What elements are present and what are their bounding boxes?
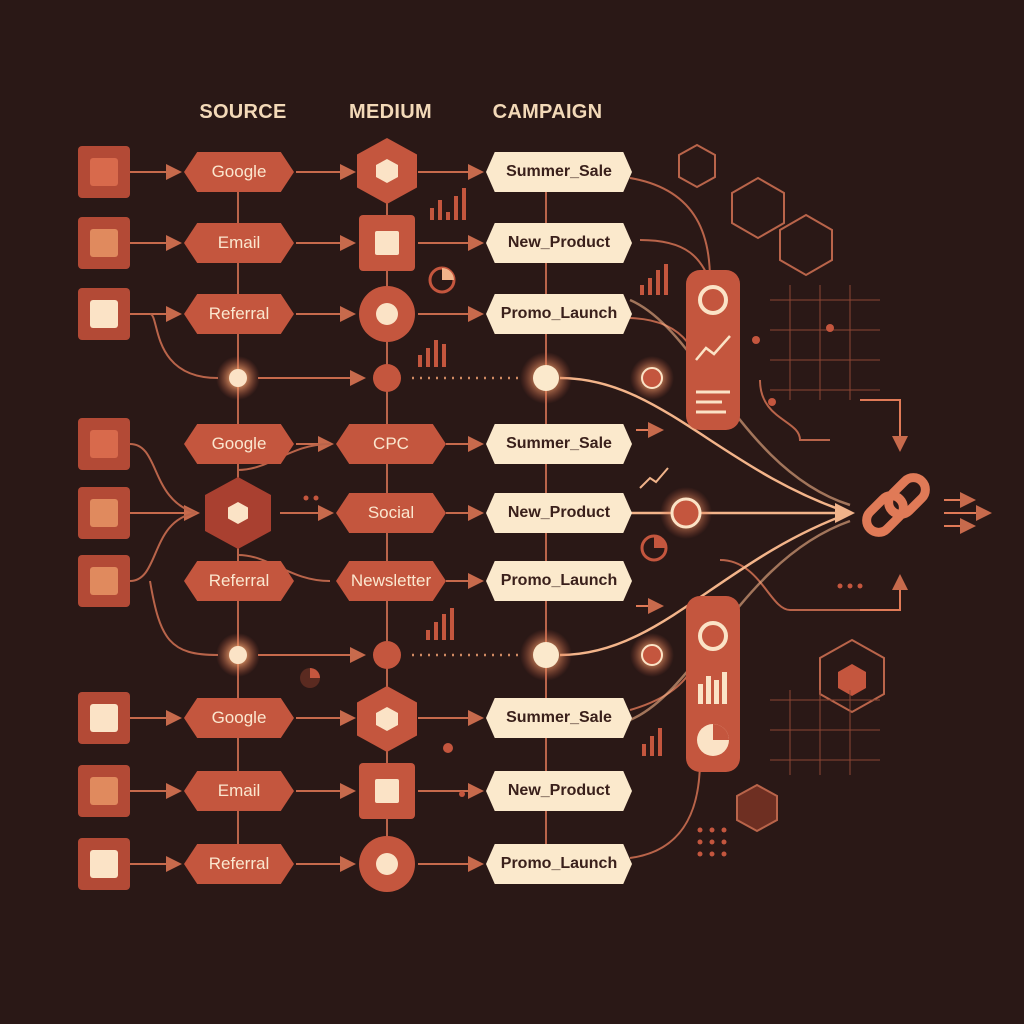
- medium-circle[interactable]: [359, 836, 415, 892]
- source-node-google[interactable]: Google: [184, 424, 294, 464]
- hexagon-icon: [678, 143, 885, 833]
- campaign-node-promo-launch[interactable]: Promo_Launch: [486, 844, 632, 884]
- header-medium: MEDIUM: [349, 101, 432, 123]
- hexagon-icon: [376, 159, 398, 183]
- source-node-referral[interactable]: Referral: [184, 844, 294, 884]
- pie-chart-icon: [300, 266, 668, 688]
- hexagon-icon: [376, 707, 398, 731]
- source-box[interactable]: [78, 555, 130, 607]
- hexagon-icon: [228, 502, 248, 524]
- dot-grid: [303, 324, 863, 857]
- source-node-google[interactable]: Google: [184, 698, 294, 738]
- glow-dots: [216, 352, 712, 681]
- campaign-node-summer-sale[interactable]: Summer_Sale: [486, 698, 632, 738]
- row-connectors: [130, 164, 484, 872]
- chain-link-icon: [862, 473, 930, 537]
- source-box[interactable]: [78, 487, 130, 539]
- source-box[interactable]: [78, 146, 130, 198]
- source-box[interactable]: [78, 765, 130, 817]
- medium-hexagon[interactable]: [357, 138, 417, 204]
- analytics-pill-top: [686, 270, 740, 430]
- campaign-node-summer-sale[interactable]: Summer_Sale: [486, 424, 632, 464]
- source-node-google[interactable]: Google: [184, 152, 294, 192]
- medium-node-cpc[interactable]: CPC: [336, 424, 446, 464]
- source-node-referral[interactable]: Referral: [184, 294, 294, 334]
- campaign-node-promo-launch[interactable]: Promo_Launch: [486, 561, 632, 601]
- header-campaign: CAMPAIGN: [492, 101, 603, 123]
- medium-hexagon[interactable]: [357, 686, 417, 752]
- source-box[interactable]: [78, 217, 130, 269]
- merge-hexagon[interactable]: [205, 477, 271, 549]
- medium-circle[interactable]: [359, 286, 415, 342]
- medium-node-social[interactable]: Social: [336, 493, 446, 533]
- campaign-node-new-product[interactable]: New_Product: [486, 223, 632, 263]
- source-node-email[interactable]: Email: [184, 771, 294, 811]
- square-icon: [375, 779, 399, 803]
- medium-square[interactable]: [359, 763, 415, 819]
- pill-glyphs: [695, 285, 731, 756]
- source-node-referral[interactable]: Referral: [184, 561, 294, 601]
- campaign-node-new-product[interactable]: New_Product: [486, 493, 632, 533]
- campaign-node-summer-sale[interactable]: Summer_Sale: [486, 152, 632, 192]
- campaign-node-promo-launch[interactable]: Promo_Launch: [486, 294, 632, 334]
- source-box[interactable]: [78, 418, 130, 470]
- arrow-icon: [636, 399, 992, 614]
- source-box[interactable]: [78, 288, 130, 340]
- medium-node-newsletter[interactable]: Newsletter: [336, 561, 446, 601]
- source-box[interactable]: [78, 692, 130, 744]
- source-node-email[interactable]: Email: [184, 223, 294, 263]
- dotted-flows: [412, 376, 520, 657]
- medium-square[interactable]: [359, 215, 415, 271]
- circle-icon: [376, 853, 398, 875]
- hexagon-icon: [838, 664, 866, 696]
- bar-chart-icon: [418, 188, 668, 756]
- circle-icon: [376, 303, 398, 325]
- campaign-node-new-product[interactable]: New_Product: [486, 771, 632, 811]
- source-box[interactable]: [78, 838, 130, 890]
- square-icon: [375, 231, 399, 255]
- header-source: SOURCE: [199, 101, 287, 123]
- grid-lines: [770, 285, 880, 775]
